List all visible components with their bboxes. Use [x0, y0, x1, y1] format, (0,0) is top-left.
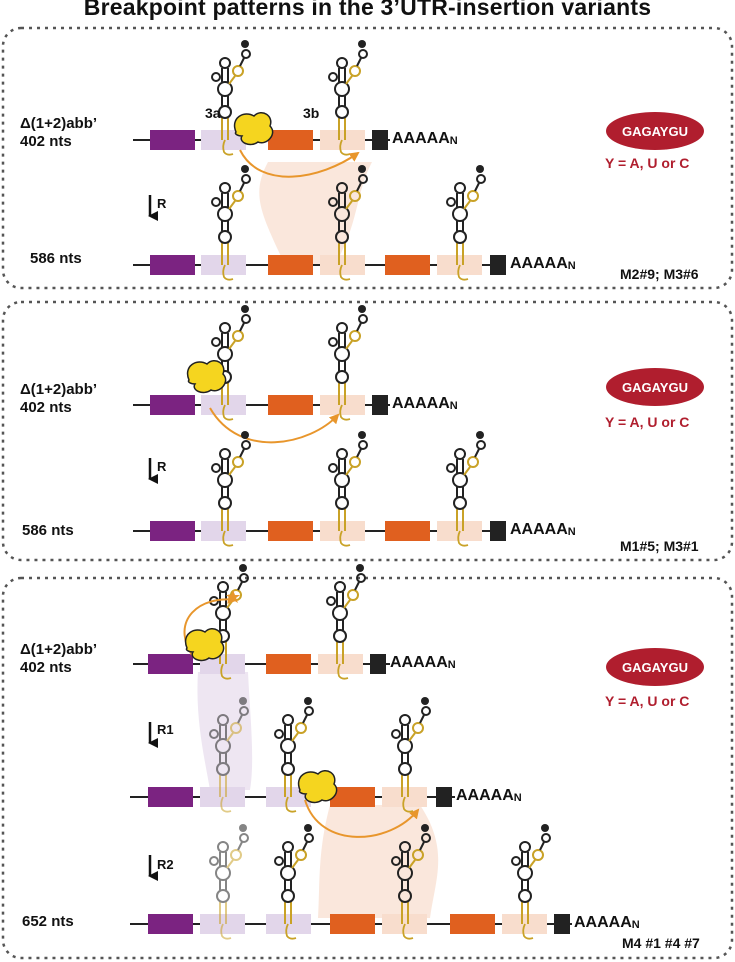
orange-element	[385, 521, 430, 541]
peach-element	[320, 521, 365, 541]
motif-badge: GAGAYGU	[606, 112, 704, 150]
product-length: 586 nts	[22, 522, 74, 539]
polyA-tail-label: AAAAAN	[456, 787, 522, 804]
lilac-element	[266, 914, 311, 934]
orange-element	[268, 130, 313, 150]
motif-note: Y = A, U or C	[605, 693, 690, 709]
template-switch-arrow	[209, 407, 340, 444]
purple-element	[150, 395, 195, 415]
construct-name: Δ(1+2)abb’	[20, 115, 98, 132]
orange-element	[268, 255, 313, 275]
purple-element	[150, 255, 195, 275]
recombination-band	[259, 162, 372, 265]
orange-element	[330, 787, 375, 807]
polymerase-icon	[186, 359, 227, 394]
polyA-tail-label: AAAAAN	[510, 521, 576, 538]
orange-element	[266, 654, 311, 674]
purple-element	[148, 787, 193, 807]
peach-element-3b	[320, 130, 365, 150]
recombination-band	[197, 672, 253, 790]
figure-title: Breakpoint patterns in the 3’UTR-inserti…	[83, 0, 652, 20]
orange-element	[450, 914, 495, 934]
polyA-tail-label: AAAAAN	[392, 395, 458, 412]
motif-note: Y = A, U or C	[605, 414, 690, 430]
polyA-tail-label: AAAAAN	[510, 255, 576, 272]
template-switch-arrow	[239, 149, 360, 178]
mutant-ids: M2#9; M3#6	[620, 266, 699, 282]
orange-element	[330, 914, 375, 934]
peach-element	[320, 255, 365, 275]
lilac-element-3a	[201, 130, 246, 150]
polyA-cap	[490, 255, 506, 275]
mutant-ids: M1#5; M3#1	[620, 538, 699, 554]
step-label: R	[157, 459, 167, 474]
product-length: 586 nts	[30, 250, 82, 267]
construct-length: 402 nts	[20, 133, 72, 150]
orange-element	[385, 255, 430, 275]
peach-element	[320, 395, 365, 415]
step-label: R	[157, 196, 167, 211]
step-label: R1	[157, 722, 174, 737]
star-icon	[226, 590, 240, 603]
polyA-cap	[490, 521, 506, 541]
polyA-cap	[372, 130, 388, 150]
polyA-cap	[370, 654, 386, 674]
polyA-cap	[372, 395, 388, 415]
construct-name: Δ(1+2)abb’	[20, 641, 98, 658]
orange-element	[268, 521, 313, 541]
purple-element	[150, 521, 195, 541]
lilac-element	[201, 521, 246, 541]
panel-2-frame	[1, 300, 734, 562]
lilac-element	[201, 255, 246, 275]
product-length: 652 nts	[22, 913, 74, 930]
motif-note: Y = A, U or C	[605, 155, 690, 171]
motif-badge: GAGAYGU	[606, 648, 704, 686]
element-label-3b: 3b	[303, 105, 320, 121]
panel-3-frame	[1, 576, 734, 960]
construct-length: 402 nts	[20, 659, 72, 676]
mutant-ids: M4 #1 #4 #7	[622, 935, 700, 951]
peach-element	[318, 654, 363, 674]
construct-name: Δ(1+2)abb’	[20, 381, 98, 398]
motif-badge: GAGAYGU	[606, 368, 704, 406]
template-switch-arrow	[304, 799, 420, 838]
recombination-band	[318, 805, 439, 918]
orange-element	[268, 395, 313, 415]
step-label: R2	[157, 857, 174, 872]
polyA-cap	[554, 914, 570, 934]
polyA-tail-label: AAAAAN	[390, 654, 456, 671]
purple-element	[148, 914, 193, 934]
purple-element	[148, 654, 193, 674]
element-label-3a: 3a	[205, 105, 221, 121]
polyA-tail-label: AAAAAN	[392, 130, 458, 147]
panel-1-frame	[1, 26, 734, 290]
polyA-tail-label: AAAAAN	[574, 914, 640, 931]
polyA-cap	[436, 787, 452, 807]
construct-length: 402 nts	[20, 399, 72, 416]
purple-element	[150, 130, 195, 150]
